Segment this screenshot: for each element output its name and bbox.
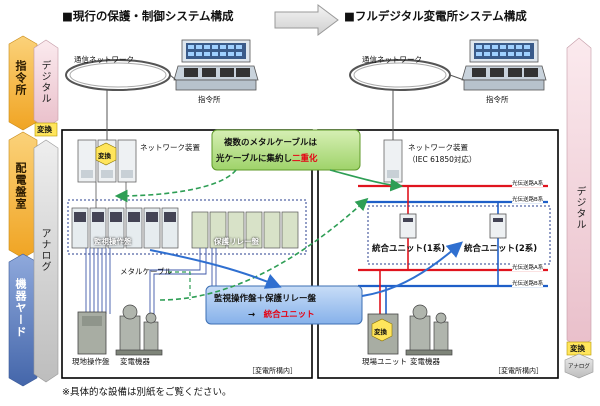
field-unit-label: 現場ユニット [362,357,407,366]
green-arrow-3 [329,169,404,192]
unit2-label: 統合ユニット(2系) [464,244,538,254]
right-network-device-label: ネットワーク装置 [408,143,468,152]
panels-dotted-frame [67,199,307,255]
green-arrow-1 [114,169,237,203]
iec-label: （IEC 61850対応） [408,155,477,164]
right-tag-bars [564,37,594,379]
local-operation-panel [77,311,107,355]
tag-analog-left [33,139,59,383]
bus-a2-label: 光伝送路A系 [512,263,544,271]
header-current-system: ■現行の保護・制御システム構成 [62,9,234,23]
callout-green-line2: 光ケーブルに集約し二重化 [216,154,318,164]
label-convert-left: 変換 [37,125,52,134]
label-analog-left: アナログ [39,228,50,272]
tag-digital-right [566,37,592,349]
right-network-label: 通信ネットワーク [362,55,422,64]
tag-convert-left [34,122,58,137]
callout-green [211,129,361,171]
label-analog-right: アナログ [568,364,590,370]
left-network-device-label: ネットワーク装置 [140,143,200,152]
metal-cables [85,248,217,314]
callout-blue [205,285,363,325]
local-panel-label: 現地操作盤 [72,357,110,366]
command-console-right [461,39,547,91]
callout-blue-line1: 監視操作盤＋保護リレー盤 [214,294,317,304]
unit1-label: 統合ユニット(1系) [372,244,446,254]
bus-a1-label: 光伝送路A系 [512,179,544,187]
right-inside-label: ［変電所構内］ [494,367,543,375]
integrated-unit-1 [399,213,417,239]
right-substation-frame [317,129,559,379]
tag-digital-left [33,39,59,129]
relay-panels [191,211,299,249]
bus-b1-label: 光伝送路B系 [512,195,544,203]
relay-panel-label: 保護リレー盤 [214,237,259,246]
command-console-left [173,39,259,91]
label-command-center: 指令所 [14,60,27,96]
right-command-center-label: 指令所 [486,95,509,104]
header-digital-system: ■フルデジタル変電所システム構成 [344,9,527,23]
label-equipment-yard: 機器ヤード [14,278,27,338]
blue-arrow-1 [149,249,282,289]
label-switchboard-room: 配電盤室 [14,162,27,210]
callout-green-line1: 複数のメタルケーブルは [224,138,317,148]
callout-blue-line2: → 統合ユニット [248,310,315,320]
monitor-panels [71,207,179,249]
convert-badge-right [371,318,393,342]
left-command-center-label: 指令所 [198,95,221,104]
metal-cable-label: メタルケーブル [120,267,173,276]
substation-equipment-left [115,304,163,356]
left-convert-badge-text: 変換 [98,152,111,160]
tag-equipment-yard [8,253,38,387]
green-arrow-2 [159,197,369,301]
left-equipment-label: 変電機器 [120,357,150,366]
footnote: ※具体的な設備は別紙をご覧ください。 [62,387,232,398]
bus-b2-label: 光伝送路B系 [512,279,544,287]
right-equipment-label: 変電機器 [410,357,440,366]
network-device-right [383,139,403,183]
integrated-unit-2 [489,213,507,239]
label-digital-left: デジタル [39,60,50,104]
left-substation-frame [61,129,313,379]
label-digital-right: デジタル [574,186,585,230]
blue-arrow-2 [361,241,464,297]
units-dotted-frame [367,205,551,265]
left-network-label: 通信ネットワーク [74,55,134,64]
convert-badge-left [95,142,117,166]
right-convert-badge-text: 変換 [374,328,387,336]
substation-equipment-right [405,304,453,356]
tag-analog-right [564,353,594,379]
left-tag-bars [8,35,59,387]
monitor-panel-label: 監視操作盤 [94,237,132,246]
label-convert-right: 変換 [570,344,585,353]
left-inside-label: ［変電所構内］ [248,367,297,375]
transition-arrow [274,4,339,36]
